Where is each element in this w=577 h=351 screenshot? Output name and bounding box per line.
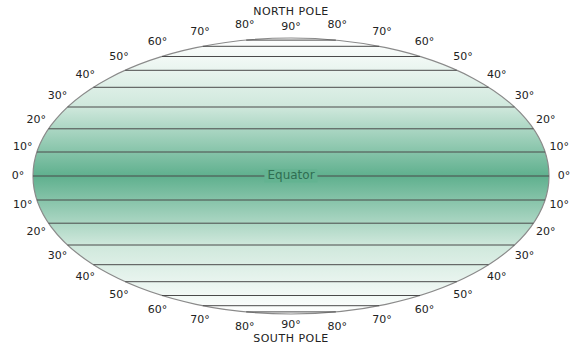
latitude-label: 10°	[13, 199, 33, 211]
latitude-label: 70°	[190, 26, 210, 38]
latitude-line	[37, 152, 545, 153]
pole-label: SOUTH POLE	[253, 333, 329, 345]
latitude-line	[162, 295, 420, 296]
latitude-label: 80°	[235, 321, 255, 333]
latitude-label: 50°	[453, 51, 473, 63]
latitude-label: 50°	[109, 289, 129, 301]
latitude-label: 10°	[13, 141, 33, 153]
latitude-line	[246, 311, 336, 312]
latitude-label: 30°	[515, 250, 535, 262]
equator-label: Equator	[264, 169, 317, 182]
latitude-label: 80°	[327, 321, 347, 333]
latitude-line	[246, 40, 336, 41]
latitude-line	[125, 70, 457, 71]
latitude-label: 10°	[550, 141, 570, 153]
latitude-label: 40°	[487, 69, 507, 81]
latitude-line	[68, 245, 515, 246]
latitude-label: 30°	[515, 90, 535, 102]
latitude-line	[93, 264, 488, 265]
latitude-label: 90°	[281, 319, 301, 331]
latitude-line	[125, 281, 457, 282]
latitude-label: 60°	[415, 36, 435, 48]
latitude-label: 20°	[26, 226, 46, 238]
latitude-line	[49, 223, 534, 224]
latitude-line	[37, 200, 545, 201]
latitude-label: 80°	[235, 19, 255, 31]
latitude-label: 40°	[76, 271, 96, 283]
latitude-label: 20°	[26, 114, 46, 126]
latitude-label: 70°	[372, 26, 392, 38]
latitude-label: 40°	[487, 271, 507, 283]
latitude-line	[203, 46, 379, 47]
latitude-label: 20°	[536, 226, 556, 238]
latitude-label: 60°	[148, 36, 168, 48]
latitude-label: 60°	[415, 304, 435, 316]
latitude-label: 40°	[76, 69, 96, 81]
latitude-line	[49, 128, 534, 129]
latitude-label: 90°	[281, 21, 301, 33]
latitude-label: 0°	[12, 170, 25, 182]
latitude-label: 70°	[372, 314, 392, 326]
latitude-label: 30°	[48, 250, 68, 262]
latitude-label: 50°	[109, 51, 129, 63]
latitude-line	[93, 87, 488, 88]
latitude-label: 70°	[190, 314, 210, 326]
latitude-label: 10°	[550, 199, 570, 211]
latitude-label: 60°	[148, 304, 168, 316]
latitude-label: 50°	[453, 289, 473, 301]
latitude-label: 20°	[536, 114, 556, 126]
latitude-line	[203, 305, 379, 306]
latitude-label: 30°	[48, 90, 68, 102]
latitude-line	[162, 56, 420, 57]
latitude-lines	[33, 40, 549, 312]
globe-outline	[33, 38, 549, 314]
latitude-label: 80°	[327, 19, 347, 31]
latitude-line	[68, 107, 515, 108]
pole-label: NORTH POLE	[253, 6, 329, 18]
latitude-label: 0°	[558, 170, 571, 182]
